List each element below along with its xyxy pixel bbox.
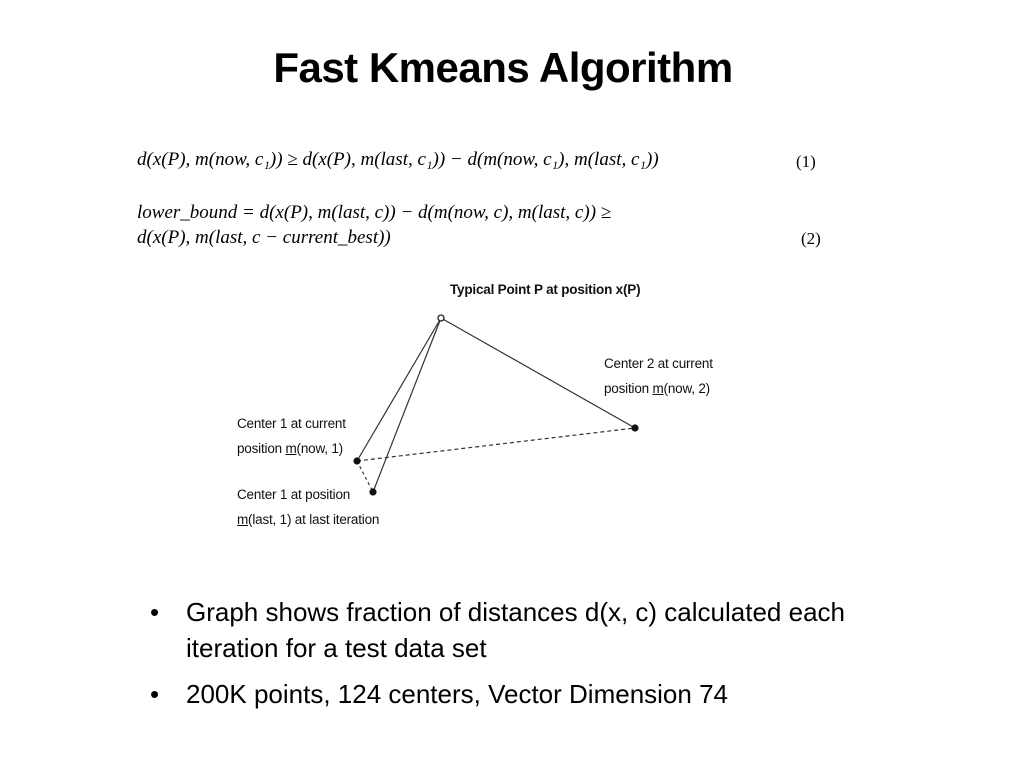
center2-label-suffix: (now, 2)	[663, 381, 711, 396]
center1-now-label-line-1: Center 1 at current	[237, 416, 346, 431]
bullet-dot-icon: •	[150, 679, 160, 709]
point-p-marker	[437, 314, 445, 322]
slide-title: Fast Kmeans Algorithm	[273, 44, 733, 91]
line-center1-now-to-center2	[356, 427, 636, 462]
center1-now-marker	[353, 457, 361, 465]
center1-now-label-prefix: position	[237, 441, 286, 456]
center2-marker	[631, 424, 639, 432]
bullet-dot-icon: •	[150, 597, 160, 627]
bullet-list: • Graph shows fraction of distances d(x,…	[150, 594, 910, 722]
equation-2-number: (2)	[801, 229, 821, 248]
equation-2-line-1: lower_bound = d(x(P), m(last, c)) − d(m(…	[137, 202, 612, 223]
center1-last-label-suffix: (last, 1) at last iteration	[248, 512, 380, 527]
line-center1-now-to-center1-last	[356, 460, 374, 493]
center1-now-label-suffix: (now, 1)	[296, 441, 344, 456]
center2-label-line-1: Center 2 at current	[604, 356, 713, 371]
center1-last-label-line-2: m(last, 1) at last iteration	[237, 508, 379, 532]
bullet-text: Graph shows fraction of distances d(x, c…	[186, 597, 845, 663]
center1-now-label-m: m	[285, 441, 297, 456]
center1-last-label-m: m	[237, 512, 249, 527]
point-p-label: Typical Point P at position x(P)	[450, 282, 641, 297]
center2-label-prefix: position	[604, 381, 653, 396]
center1-last-marker	[369, 488, 377, 496]
bullet-item: • 200K points, 124 centers, Vector Dimen…	[150, 676, 910, 712]
center1-now-label-line-2: position m(now, 1)	[237, 437, 343, 461]
line-p-to-center1-now	[356, 317, 442, 462]
bullet-item: • Graph shows fraction of distances d(x,…	[150, 594, 910, 666]
bullet-text: 200K points, 124 centers, Vector Dimensi…	[186, 679, 728, 709]
line-p-to-center1-last	[372, 317, 442, 493]
equation-1-number: (1)	[796, 152, 816, 171]
line-p-to-center2	[440, 317, 636, 429]
center2-label-m: m	[652, 381, 664, 396]
center1-last-label-line-1: Center 1 at position	[237, 487, 351, 502]
equation-2-line-2: d(x(P), m(last, c − current_best))	[137, 227, 391, 248]
equation-1: d(x(P), m(now, c₁)) ≥ d(x(P), m(last, c₁…	[137, 149, 659, 170]
center2-label-line-2: position m(now, 2)	[604, 377, 710, 401]
